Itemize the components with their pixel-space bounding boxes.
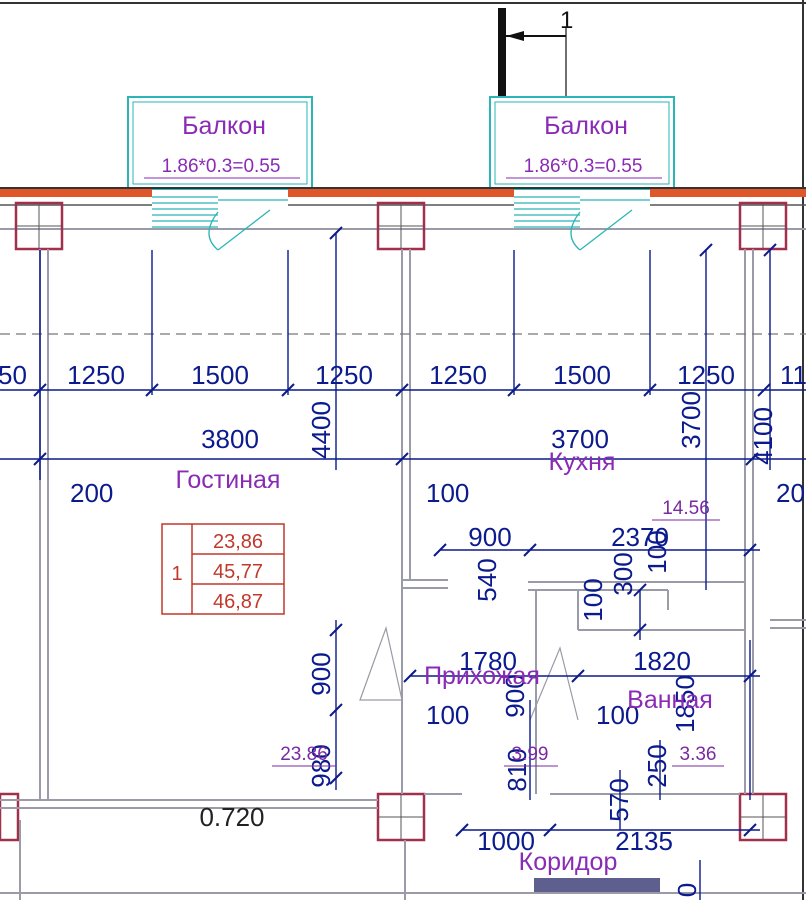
room-kitchen: Кухня bbox=[549, 448, 616, 476]
dim-label: 100 bbox=[426, 700, 469, 730]
area-living: 23.86 bbox=[280, 744, 328, 765]
apartment-number: 1 bbox=[171, 563, 182, 585]
room-hall: Прихожая bbox=[424, 662, 540, 690]
dim-label: 250 bbox=[642, 744, 672, 787]
area-kitchen: 14.56 bbox=[662, 498, 710, 519]
top-dimension-labels: 50 1250 1500 1250 1250 1500 1250 11 bbox=[0, 360, 806, 390]
dim-label: 570 bbox=[604, 778, 634, 821]
dim-label: 100 bbox=[596, 700, 639, 730]
column bbox=[0, 792, 20, 842]
balcony-right-title: Балкон bbox=[544, 112, 628, 140]
dim-label: 50 bbox=[0, 360, 27, 390]
column bbox=[376, 201, 426, 251]
dim-label: 100 bbox=[578, 578, 608, 621]
dim-label: 1500 bbox=[553, 360, 611, 390]
apartment-area-gross: 46,87 bbox=[213, 591, 263, 613]
column bbox=[14, 201, 64, 251]
dim-label: 900 bbox=[500, 674, 530, 717]
facade-wall bbox=[0, 187, 806, 251]
column bbox=[738, 201, 788, 251]
dim-label: 810 bbox=[502, 748, 532, 791]
section-mark: 1 bbox=[498, 7, 573, 100]
area-bath: 3.36 bbox=[680, 744, 717, 765]
balcony-left-title: Балкон bbox=[182, 112, 266, 140]
dim-label: 1250 bbox=[429, 360, 487, 390]
room-bath: Ванная bbox=[627, 686, 713, 714]
dimension-ticks bbox=[33, 226, 777, 837]
dim-label: 0 bbox=[672, 883, 702, 897]
balcony-left-formula: 1.86*0.3=0.55 bbox=[162, 156, 281, 177]
balcony-right-formula: 1.86*0.3=0.55 bbox=[524, 156, 643, 177]
column bbox=[376, 792, 426, 842]
dim-label: 1250 bbox=[315, 360, 373, 390]
apartment-area-living: 23,86 bbox=[213, 531, 263, 553]
room-labels: Гостиная Кухня Прихожая Ванная Коридор bbox=[176, 448, 713, 876]
dim-label: 100 bbox=[642, 530, 672, 573]
dim-label: 540 bbox=[472, 558, 502, 601]
dim-offset: 200 bbox=[70, 478, 113, 508]
bottom-dim-label: 0.720 bbox=[199, 802, 264, 832]
interior-walls bbox=[0, 249, 806, 900]
dim-offset: 20 bbox=[776, 478, 805, 508]
area-hall: 3.99 bbox=[512, 744, 549, 765]
dim-label: 900 bbox=[306, 652, 336, 695]
dim-label: 300 bbox=[608, 552, 638, 595]
apartment-area-total: 45,77 bbox=[213, 561, 263, 583]
apartment-table: 1 23,86 45,77 46,87 bbox=[161, 523, 285, 615]
room-corridor: Коридор bbox=[519, 848, 618, 876]
dim-offset: 100 bbox=[426, 478, 469, 508]
dim-label: 1820 bbox=[633, 646, 691, 676]
dim-living-depth: 4400 bbox=[306, 401, 336, 459]
balcony-right: Балкон 1.86*0.3=0.55 bbox=[489, 96, 675, 190]
room-living: Гостиная bbox=[176, 466, 281, 494]
dim-label: 2370 bbox=[611, 522, 669, 552]
room-areas: 14.56 23.86 3.99 3.36 bbox=[272, 498, 724, 767]
dim-label: 11 bbox=[780, 360, 806, 390]
balcony-left: Балкон 1.86*0.3=0.55 bbox=[127, 96, 313, 190]
dim-label: 1250 bbox=[67, 360, 125, 390]
dim-label: 1000 bbox=[477, 826, 535, 856]
column bbox=[738, 792, 788, 842]
dim-label: 1780 bbox=[459, 646, 517, 676]
dim-kitchen-width: 3700 bbox=[551, 424, 609, 454]
room-dimension-labels: 3800 3700 4400 3700 4100 200 100 20 900 … bbox=[70, 391, 805, 897]
dim-label: 2135 bbox=[615, 826, 673, 856]
section-mark-label: 1 bbox=[560, 7, 573, 34]
dim-label: 1850 bbox=[670, 675, 700, 733]
dim-right-depth: 4100 bbox=[748, 407, 778, 465]
dim-label: 1250 bbox=[677, 360, 735, 390]
dim-label: 1500 bbox=[191, 360, 249, 390]
dim-living-width: 3800 bbox=[201, 424, 259, 454]
dim-label: 900 bbox=[468, 522, 511, 552]
dim-kitchen-depth: 3700 bbox=[676, 391, 706, 449]
